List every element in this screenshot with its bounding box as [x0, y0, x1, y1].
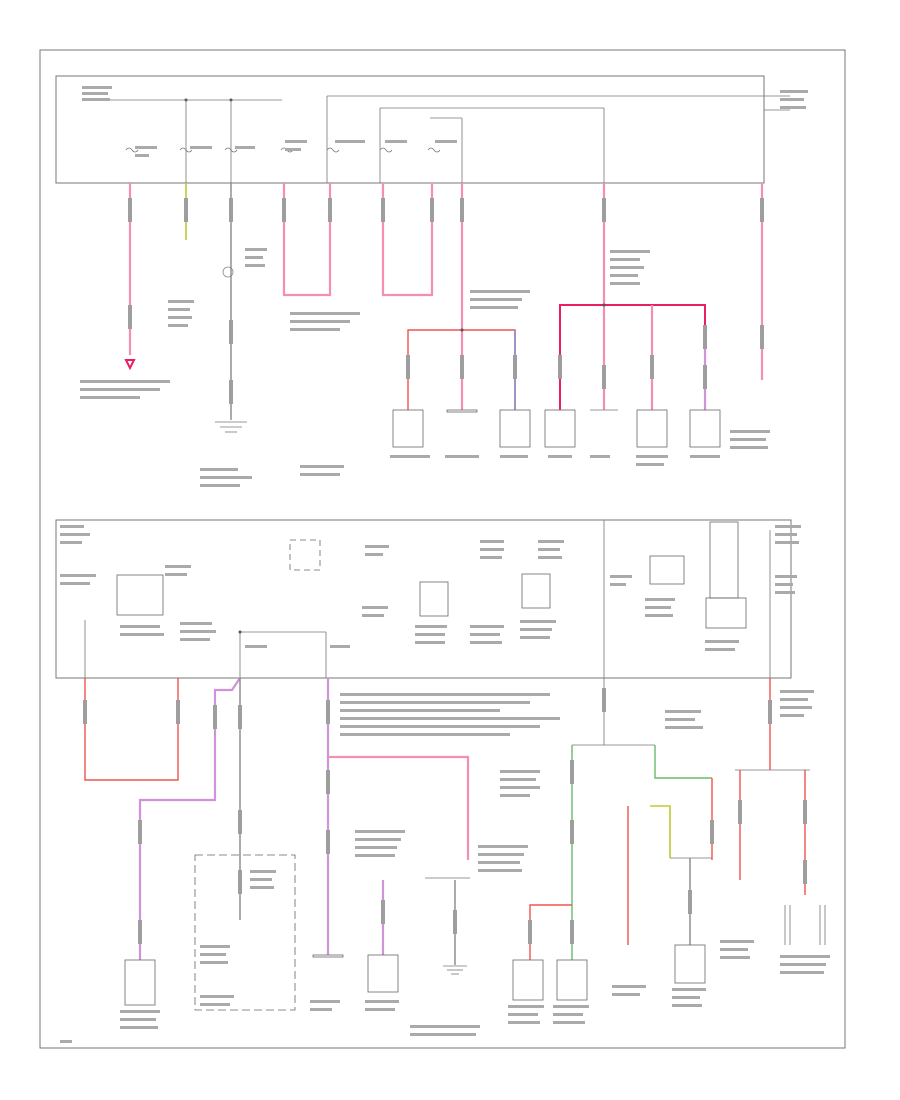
middle-module-block [55, 519, 792, 679]
bottom-wires [84, 677, 810, 975]
page-frame [39, 49, 846, 1049]
top-fuse-block [55, 75, 790, 184]
top-connectors [128, 198, 764, 404]
bottom-annotations [60, 525, 830, 1043]
top-annotations [80, 86, 808, 487]
top-wires [124, 183, 764, 433]
bottom-components [124, 854, 826, 1011]
bottom-connectors [83, 688, 807, 944]
top-components [392, 409, 721, 448]
